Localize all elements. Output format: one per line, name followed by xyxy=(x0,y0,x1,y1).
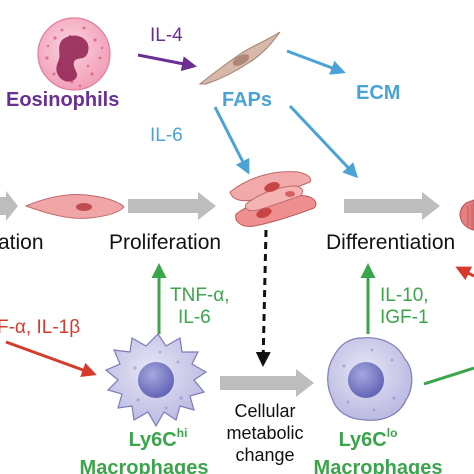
muscle-fiber-icon xyxy=(459,199,474,231)
tnf-label-line1: TNF-α, xyxy=(170,285,230,306)
gray-arrow-to-proliferation xyxy=(128,192,216,220)
macrophages-right-label: Macrophages xyxy=(313,457,443,474)
faps-label: FAPs xyxy=(221,89,273,111)
il4-label: IL-4 xyxy=(150,25,183,46)
differentiation-label: Differentiation xyxy=(326,231,456,254)
metabolic-label-line1: Cellular xyxy=(234,401,296,421)
fap-to-ecm-arrow xyxy=(286,49,346,75)
myoblast-cell-icon xyxy=(24,193,125,219)
il10-label: IL-10, xyxy=(380,285,429,306)
gray-arrow-to-differentiation xyxy=(344,192,440,220)
proliferation-label: Proliferation xyxy=(109,231,222,254)
ly6clo-base: Ly6C xyxy=(338,429,387,451)
tnf-il1b-label: F-α, IL-1β xyxy=(0,317,81,338)
gray-arrow-polarization xyxy=(220,369,314,397)
eosinophils-label: Eosinophils xyxy=(6,89,120,111)
metabolic-label-line3: change xyxy=(235,445,295,465)
pro-inflammatory-red-arrow xyxy=(5,340,97,377)
ly6chi-base: Ly6C xyxy=(128,429,177,451)
dashed-arrow-metabolic xyxy=(255,229,271,367)
ly6chi-label: Ly6Chi xyxy=(128,427,188,451)
spiky-macrophage-icon xyxy=(104,333,208,428)
fibroblast-cell-icon xyxy=(198,31,281,85)
macrophages-left-label: Macrophages xyxy=(79,457,209,474)
il4-arrow xyxy=(137,53,197,72)
metabolic-label-line2: metabolic xyxy=(226,423,304,443)
ecm-label: ECM xyxy=(356,82,401,104)
gray-arrow-left-partial xyxy=(0,191,18,221)
igf1-label: IGF-1 xyxy=(380,307,429,328)
il6-blue-arrow xyxy=(213,106,250,175)
fap-to-differentiation-arrow xyxy=(288,104,359,179)
round-macrophage-icon xyxy=(327,337,413,421)
ly6clo-outgoing-green-arrow xyxy=(423,366,474,386)
ly6clo-superscript: lo xyxy=(386,426,398,440)
red-arrow-right-partial xyxy=(455,266,474,281)
ly6chi-superscript: hi xyxy=(176,426,188,440)
il6-blue-label: IL-6 xyxy=(150,125,183,146)
eosinophil-cell-icon xyxy=(37,17,111,91)
tnf-label-line2: IL-6 xyxy=(178,307,211,328)
proliferating-cells-icon xyxy=(229,171,317,227)
ly6clo-label: Ly6Clo xyxy=(338,427,398,451)
activation-label: ation xyxy=(0,231,44,254)
